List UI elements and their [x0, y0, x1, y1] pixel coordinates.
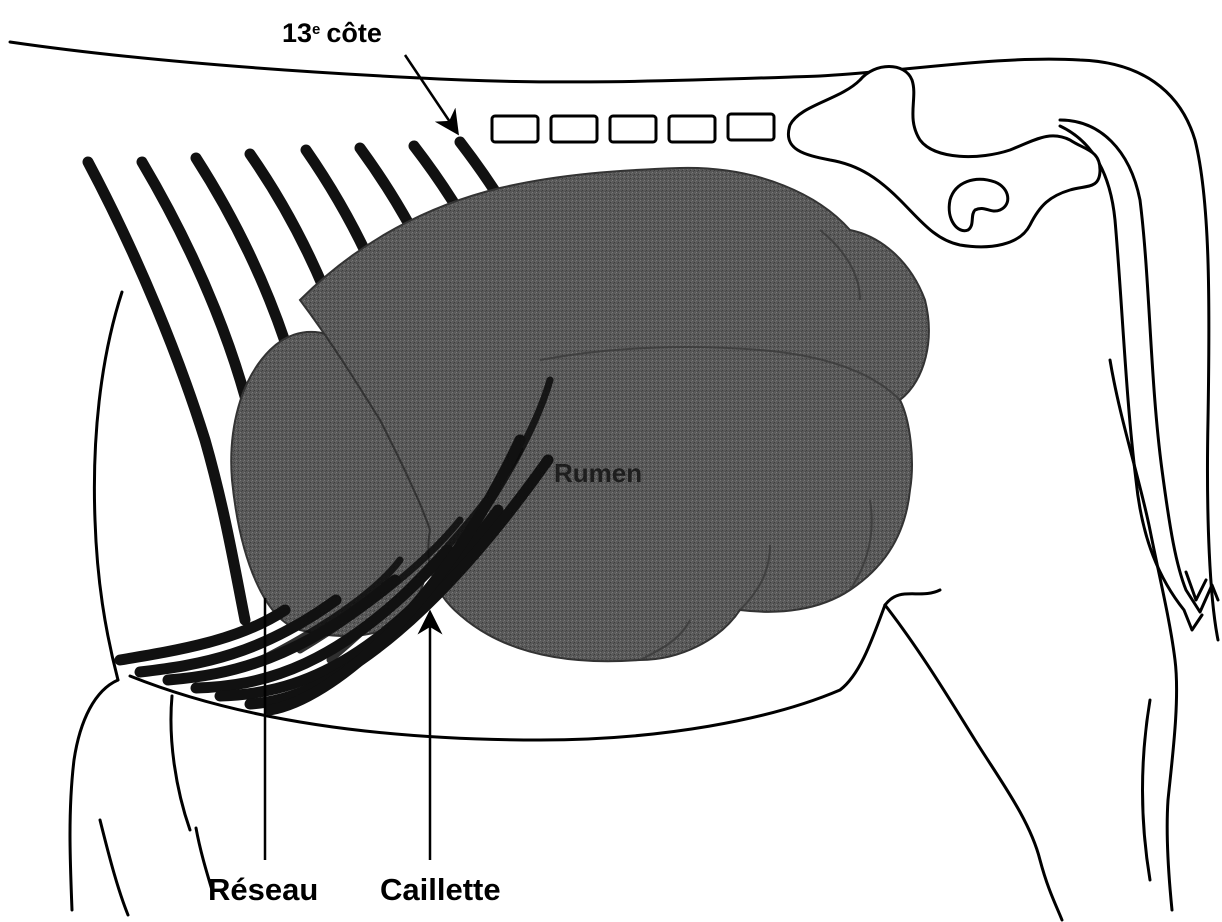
rumen-label: Rumen — [554, 458, 642, 488]
rib13-arrow — [405, 55, 452, 125]
reseau-label: Réseau — [208, 872, 318, 907]
caillette-label: Caillette — [380, 872, 501, 907]
vertebrae — [492, 114, 774, 142]
